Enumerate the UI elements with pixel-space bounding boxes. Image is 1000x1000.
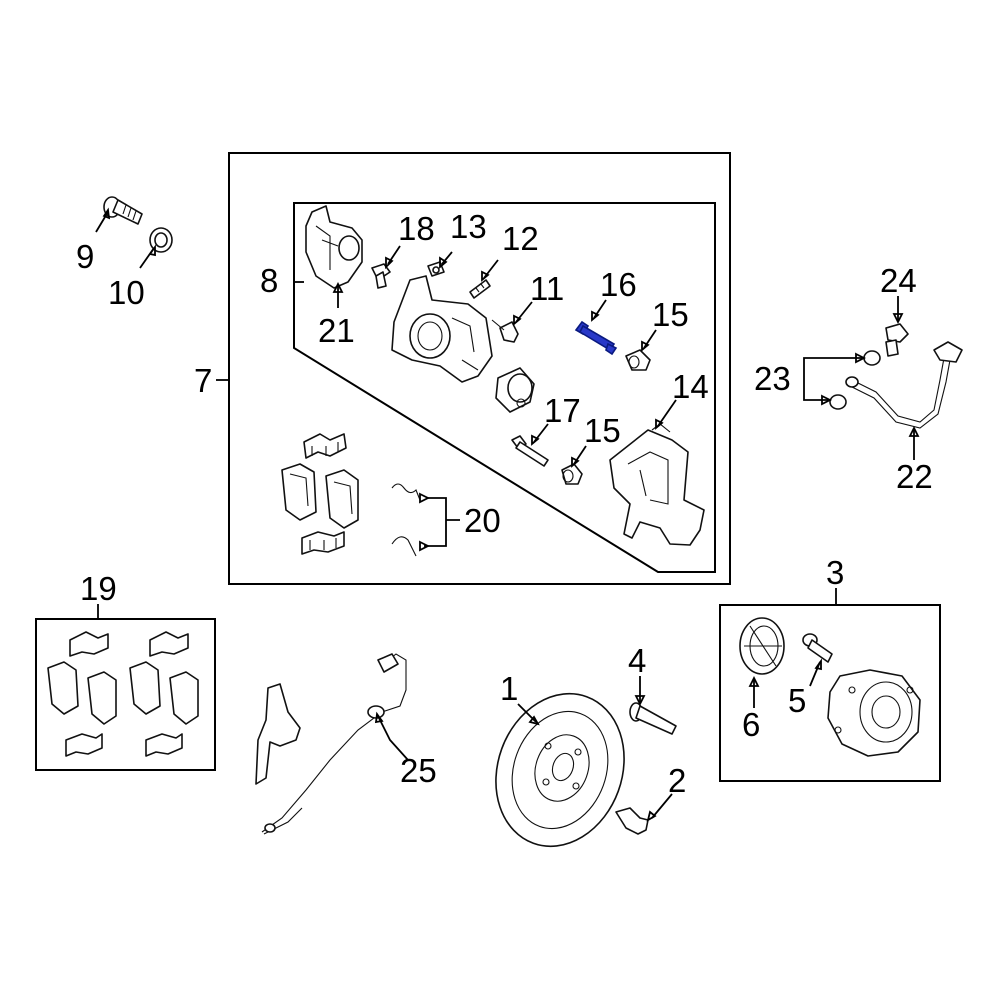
callout-20: 20	[464, 502, 501, 539]
callout-14: 14	[672, 368, 709, 405]
washer-23-lower[interactable]	[829, 394, 847, 410]
callout-19: 19	[80, 570, 117, 607]
screw-12[interactable]	[469, 279, 491, 299]
washer-23-upper[interactable]	[863, 350, 881, 366]
callout-24: 24	[880, 262, 917, 299]
callout-11: 11	[530, 270, 564, 307]
callout-8: 8	[260, 262, 278, 299]
spring-20-lower[interactable]	[391, 536, 417, 557]
clip-set-upper[interactable]	[303, 433, 347, 459]
leader-lines	[95, 207, 920, 822]
callout-18: 18	[398, 210, 435, 247]
brake-rotor-1[interactable]	[475, 675, 645, 864]
callout-13: 13	[450, 208, 487, 245]
callout-1: 1	[500, 670, 518, 707]
bolt-9[interactable]	[103, 196, 143, 225]
caliper-inner-frame	[293, 202, 716, 573]
pad-kit-frame	[35, 618, 216, 771]
hub-bearing[interactable]	[827, 669, 921, 757]
caliper-housing[interactable]	[391, 275, 493, 383]
abs-sensor-25[interactable]	[255, 653, 407, 835]
callout-6: 6	[742, 706, 760, 743]
callout-22: 22	[896, 458, 933, 495]
callout-16: 16	[600, 266, 637, 303]
callout-25: 25	[400, 752, 437, 789]
bolt-5[interactable]	[802, 633, 833, 663]
brake-pad-outer[interactable]	[325, 469, 359, 529]
callout-12: 12	[502, 220, 539, 257]
callout-15-lower: 15	[584, 412, 621, 449]
callout-17: 17	[544, 392, 581, 429]
caliper-support-14[interactable]	[609, 423, 705, 546]
banjo-bolt-24[interactable]	[885, 323, 909, 357]
callout-15-upper: 15	[652, 296, 689, 333]
callout-5: 5	[788, 682, 806, 719]
caliper-assembly-frame	[228, 152, 731, 585]
pad-kit-19[interactable]	[47, 631, 199, 757]
bleeder-13[interactable]	[427, 261, 445, 277]
spring-20-upper[interactable]	[391, 483, 421, 501]
piston[interactable]	[495, 367, 535, 413]
hub-assembly-frame	[719, 604, 941, 782]
brake-hose-22[interactable]	[845, 341, 963, 429]
brake-pad-inner[interactable]	[281, 463, 317, 521]
screw-2[interactable]	[615, 807, 649, 835]
guide-pin-16[interactable]	[574, 320, 618, 356]
callout-23: 23	[754, 360, 791, 397]
caliper-body-21[interactable]	[305, 205, 363, 289]
callout-3: 3	[826, 554, 844, 591]
bolt-18[interactable]	[371, 263, 391, 289]
boot-15-upper[interactable]	[625, 349, 651, 371]
guide-pin-17[interactable]	[511, 435, 549, 467]
cap-11[interactable]	[491, 319, 519, 343]
callout-10: 10	[108, 274, 145, 311]
callout-2: 2	[668, 762, 686, 799]
callout-21: 21	[318, 312, 355, 349]
clip-set-lower[interactable]	[301, 531, 345, 555]
callout-9: 9	[76, 238, 94, 275]
callout-4: 4	[628, 642, 646, 679]
dust-shield-6[interactable]	[739, 617, 785, 675]
hub-bolt-4[interactable]	[629, 702, 677, 735]
callout-7: 7	[194, 362, 212, 399]
